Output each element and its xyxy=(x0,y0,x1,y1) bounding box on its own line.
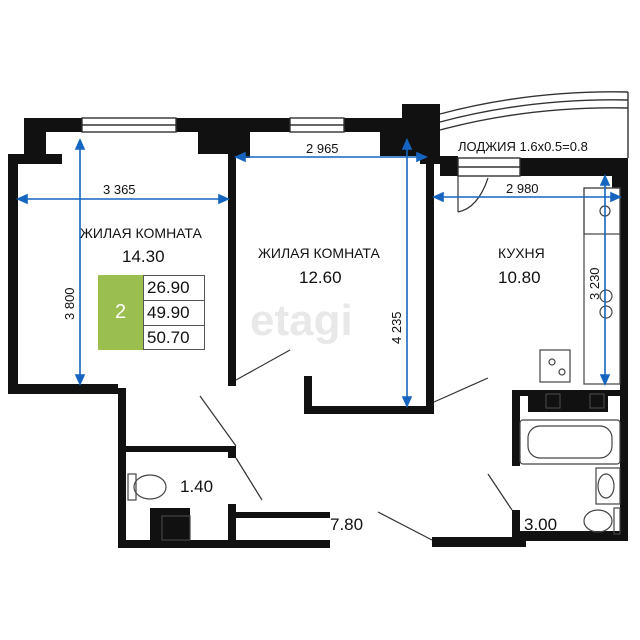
loggia xyxy=(439,91,629,158)
hall-area: 7.80 xyxy=(330,515,363,534)
kitchen-height-dim: 3 230 xyxy=(587,267,602,300)
toilet-icon xyxy=(127,473,167,501)
total-area: 49.90 xyxy=(144,301,204,326)
bathroom-area: 1.40 xyxy=(180,477,213,496)
area-values: 26.90 49.90 50.70 xyxy=(143,275,205,350)
rooms-count: 2 xyxy=(98,275,143,350)
bath-area: 3.00 xyxy=(524,515,557,534)
watermark: etagi xyxy=(250,296,353,345)
total-with-loggia: 50.70 xyxy=(147,328,190,347)
living-area: 26.90 xyxy=(144,276,204,301)
room1-width-dim: 3 365 xyxy=(103,182,136,197)
kitchen-area: 10.80 xyxy=(498,268,541,287)
fixtures xyxy=(127,187,621,541)
room2-name: ЖИЛАЯ КОМНАТА xyxy=(258,245,381,261)
toilet-icon xyxy=(583,507,621,535)
interior-walls xyxy=(118,150,620,544)
outer-walls xyxy=(8,104,628,548)
kitchen-width-dim: 2 980 xyxy=(506,181,539,196)
room1-height-dim: 3 800 xyxy=(62,287,77,320)
area-summary: 2 26.90 49.90 50.70 xyxy=(98,275,206,350)
doors xyxy=(199,176,513,541)
room1-name: ЖИЛАЯ КОМНАТА xyxy=(80,225,203,241)
windows xyxy=(81,117,521,177)
room2-height-dim: 4 235 xyxy=(389,311,404,344)
loggia-label: ЛОДЖИЯ 1.6x0.5=0.8 xyxy=(458,139,588,154)
room1-area: 14.30 xyxy=(122,247,165,266)
kitchen-name: КУХНЯ xyxy=(498,245,545,261)
sink-icon xyxy=(595,467,621,505)
room2-area: 12.60 xyxy=(299,268,342,287)
bathtub-icon xyxy=(519,419,621,465)
dimension-lines xyxy=(16,138,622,408)
kitchen-sink-icon xyxy=(539,349,571,383)
room2-width-dim: 2 965 xyxy=(306,141,339,156)
